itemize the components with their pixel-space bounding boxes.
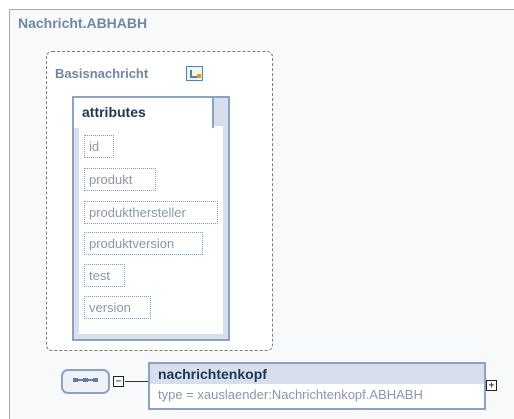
attributes-header-tab: [72, 96, 214, 128]
attribute-id[interactable]: id: [84, 135, 114, 158]
attribute-produkthersteller[interactable]: produkthersteller: [84, 201, 218, 224]
complex-type-icon[interactable]: [186, 66, 203, 81]
attribute-produktversion[interactable]: produktversion: [84, 232, 203, 255]
element-header: [150, 364, 484, 384]
sequence-icon: [73, 377, 99, 383]
attribute-produkt[interactable]: produkt: [84, 168, 156, 191]
attribute-version[interactable]: version: [84, 296, 151, 319]
attribute-test[interactable]: test: [84, 264, 125, 287]
element-type: type = xauslaender:Nachrichtenkopf.ABHAB…: [158, 387, 423, 402]
collapse-icon[interactable]: −: [113, 376, 124, 387]
attributes-title: attributes: [82, 104, 146, 120]
complex-type-title: Basisnachricht: [55, 66, 149, 81]
expand-icon[interactable]: +: [486, 380, 497, 391]
connector-line: [125, 381, 148, 382]
element-name: nachrichtenkopf: [158, 366, 267, 382]
element-title: Nachricht.ABHABH: [18, 15, 148, 31]
